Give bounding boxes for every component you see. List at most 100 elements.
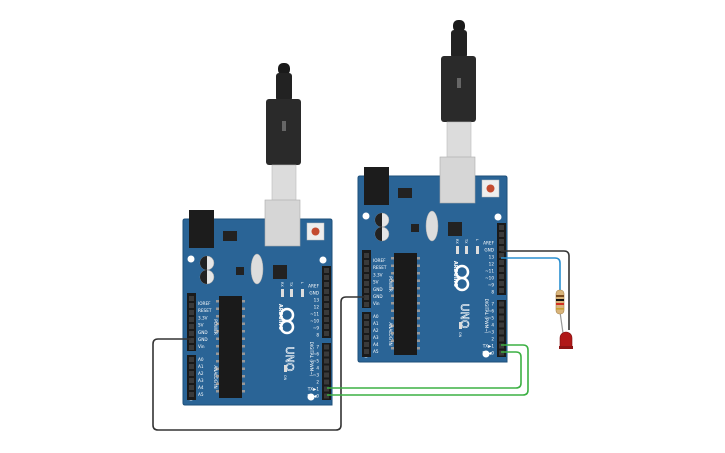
header-pin[interactable] <box>364 349 369 354</box>
header-pin[interactable] <box>189 371 194 376</box>
mounting-hole <box>307 393 315 401</box>
header-pin[interactable] <box>324 365 329 371</box>
header-pin[interactable] <box>364 302 369 307</box>
header-pin[interactable] <box>364 342 369 347</box>
mounting-hole <box>482 350 490 358</box>
header-pin[interactable] <box>364 267 369 272</box>
header-pin[interactable] <box>324 386 329 392</box>
header-pin[interactable] <box>189 338 194 343</box>
status-led <box>465 246 468 254</box>
header-pin[interactable] <box>324 282 329 287</box>
header-pin[interactable] <box>189 310 194 315</box>
header-pin[interactable] <box>189 345 194 350</box>
reset-button[interactable] <box>486 184 495 193</box>
pin-label: 3.3V <box>198 315 208 320</box>
header-pin[interactable] <box>364 314 369 319</box>
header-pin[interactable] <box>189 296 194 301</box>
header-pin[interactable] <box>499 315 504 321</box>
header-pin[interactable] <box>324 310 329 315</box>
power-jack <box>364 167 389 205</box>
header-pin[interactable] <box>189 385 194 390</box>
header-pin[interactable] <box>499 301 504 307</box>
header-pin[interactable] <box>189 324 194 329</box>
chip-pin <box>216 322 219 325</box>
red-led[interactable] <box>559 331 573 349</box>
chip-pin <box>242 367 245 370</box>
header-pin[interactable] <box>364 274 369 279</box>
reset-button[interactable] <box>311 227 320 236</box>
header-pin[interactable] <box>324 268 329 273</box>
wire-black-led-gnd[interactable] <box>501 250 570 330</box>
pin-label: 13 <box>489 255 495 260</box>
header-pin[interactable] <box>364 253 369 258</box>
chip-pin <box>391 264 394 267</box>
header-pin[interactable] <box>189 331 194 336</box>
wire-green-tx[interactable] <box>327 351 522 389</box>
header-pin[interactable] <box>364 328 369 333</box>
pin-label: ~11 <box>310 312 319 317</box>
pin-label: ~3 <box>313 373 320 378</box>
header-pin[interactable] <box>499 281 504 286</box>
header-pin[interactable] <box>364 295 369 300</box>
header-pin[interactable] <box>324 393 329 399</box>
pin-label: ~9 <box>313 326 320 331</box>
header-pin[interactable] <box>189 392 194 397</box>
header-pin[interactable] <box>324 317 329 322</box>
header-pin[interactable] <box>189 317 194 322</box>
header-pin[interactable] <box>499 246 504 251</box>
voltage-regulator <box>223 231 237 241</box>
header-pin[interactable] <box>364 335 369 340</box>
header-pin[interactable] <box>324 324 329 329</box>
header-pin[interactable] <box>189 303 194 308</box>
header-pin[interactable] <box>324 275 329 280</box>
header-pin[interactable] <box>499 343 504 349</box>
chip-pin <box>242 345 245 348</box>
header-pin[interactable] <box>499 336 504 342</box>
header-pin[interactable] <box>364 260 369 265</box>
pin-label: A2 <box>373 328 379 333</box>
header-pin[interactable] <box>324 303 329 308</box>
usb-cable-connector[interactable] <box>266 99 301 165</box>
header-pin[interactable] <box>499 308 504 314</box>
header-pin[interactable] <box>499 322 504 328</box>
header-pin[interactable] <box>324 372 329 378</box>
chip-pin <box>417 264 420 267</box>
header-pin[interactable] <box>324 296 329 301</box>
header-pin[interactable] <box>324 289 329 294</box>
pin-label: ~10 <box>310 319 319 324</box>
capacitor-band <box>200 256 207 270</box>
wire-green-rx[interactable] <box>327 344 529 396</box>
header-pin[interactable] <box>499 350 504 356</box>
chip-pin <box>391 302 394 305</box>
header-pin[interactable] <box>324 344 329 350</box>
wire-blue-pin13[interactable] <box>501 257 561 292</box>
header-pin[interactable] <box>364 321 369 326</box>
header-pin[interactable] <box>189 357 194 362</box>
arduino-uno-board-1[interactable]: AREFGND1312~11~10~987~6~54~32TX▶1RX◀0IOR… <box>182 63 333 406</box>
resistor[interactable] <box>555 289 565 315</box>
pin-label: ~10 <box>485 276 494 281</box>
header-pin[interactable] <box>499 267 504 272</box>
pin-label: ~5 <box>313 359 320 364</box>
header-pin[interactable] <box>499 288 504 293</box>
header-pin[interactable] <box>364 281 369 286</box>
arduino-uno-board-2[interactable]: AREFGND1312~11~10~987~6~54~32TX▶1RX◀0IOR… <box>357 20 508 363</box>
header-pin[interactable] <box>324 351 329 357</box>
on-label: ON <box>458 332 462 338</box>
wire-black-gnd-boards[interactable] <box>152 296 365 431</box>
header-pin[interactable] <box>499 274 504 279</box>
header-pin[interactable] <box>189 378 194 383</box>
header-pin[interactable] <box>324 331 329 336</box>
header-pin[interactable] <box>499 329 504 335</box>
header-pin[interactable] <box>499 232 504 237</box>
header-pin[interactable] <box>364 288 369 293</box>
usb-cable-connector[interactable] <box>441 56 476 122</box>
header-pin[interactable] <box>499 253 504 258</box>
usb-cable-tip <box>453 20 465 32</box>
header-pin[interactable] <box>324 379 329 385</box>
header-pin[interactable] <box>499 239 504 244</box>
header-pin[interactable] <box>499 260 504 265</box>
header-pin[interactable] <box>499 225 504 230</box>
header-pin[interactable] <box>189 364 194 369</box>
header-pin[interactable] <box>324 358 329 364</box>
